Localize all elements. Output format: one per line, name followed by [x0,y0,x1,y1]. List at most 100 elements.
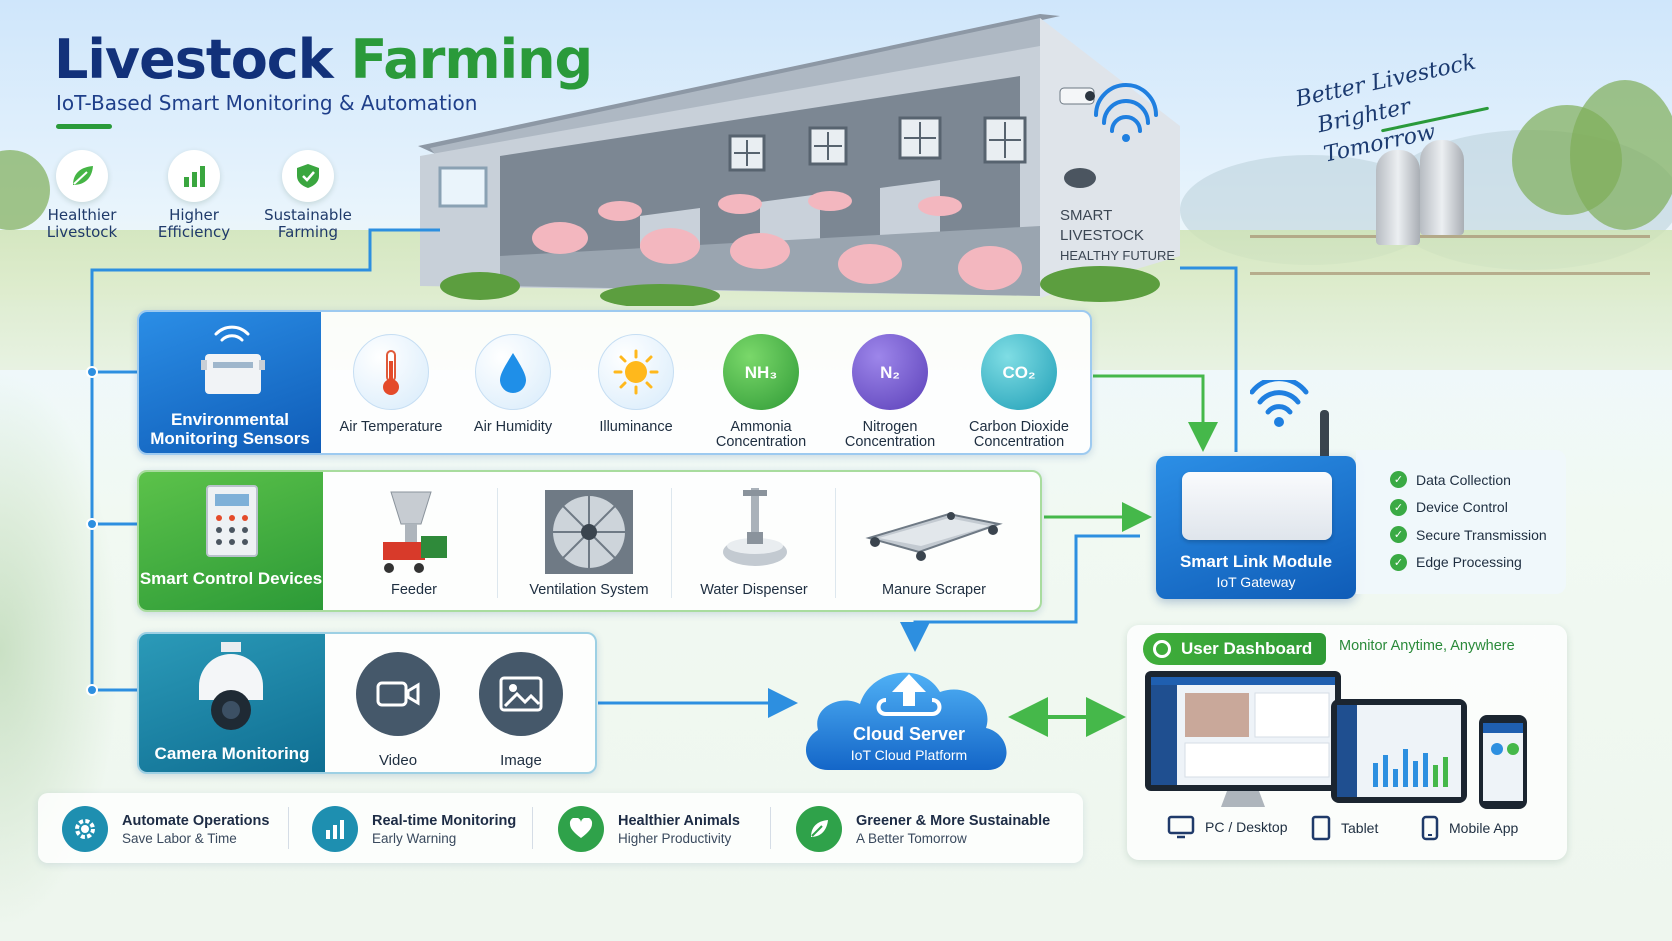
manure-scraper-icon [865,512,1003,561]
ammonia-cloud-icon: NH₃ [723,334,799,410]
check-icon: ✓ [1390,553,1407,571]
bar-chart-icon [312,806,358,852]
feature-label: Edge Processing [1416,554,1522,571]
feature-item: ✓Secure Transmission [1390,521,1566,549]
page-subtitle: IoT-Based Smart Monitoring & Automation [56,91,478,115]
water-dispenser-icon [723,488,787,566]
gateway-device-image [1182,472,1332,540]
barn-illustration: SMART LIVESTOCK HEALTHY FUTURE [400,6,1200,308]
gear-icon [62,806,108,852]
feature-item: ✓ Device Control [1390,494,1566,522]
camera-item-label: Video [378,752,418,769]
thermometer-icon [353,334,429,410]
cloud-icon [805,672,1007,770]
control-devices-header: Smart Control Devices [139,472,323,610]
sensor-carbon-dioxide: CO₂ Carbon Dioxide Concentration [959,334,1079,450]
co2-cloud-icon: CO₂ [981,334,1057,410]
gateway-subtitle: IoT Gateway [1216,574,1296,590]
camera-monitoring-title: Camera Monitoring [154,744,310,763]
leaf-icon [796,806,842,852]
feature-item: ✓ Edge Processing [1390,549,1566,577]
benefit-subtitle: Early Warning [372,830,457,846]
divider [835,488,836,598]
sensor-ammonia: NH₃ Ammonia Concentration [701,334,821,450]
device-water-dispenser: Water Dispenser [679,472,829,610]
device-manure-scraper: Manure Scraper [849,472,1019,610]
benefit-label: Higher Efficiency [157,206,231,241]
image-icon [479,652,563,736]
camera-monitoring-header: Camera Monitoring [139,634,325,772]
shield-check-icon [282,150,334,202]
sensor-label: Ammonia Concentration [715,419,807,450]
control-devices-panel: Smart Control Devices Feeder Ventilation… [137,470,1042,612]
environmental-sensors-panel: Environmental Monitoring Sensors Air Tem… [137,310,1092,455]
benefit-healthier-livestock: Healthier Livestock [32,150,132,241]
check-icon: ✓ [1390,526,1407,544]
dome-camera-icon [199,642,263,730]
device-label: Water Dispenser [700,582,808,598]
sensor-label: Air Temperature [339,419,443,435]
smart-link-module: Smart Link Module IoT Gateway [1156,456,1356,599]
benefit-label: Healthier Livestock [46,206,118,241]
barn-sign-line-1: SMART [1060,207,1112,224]
ammonia-badge: NH₃ [744,362,778,382]
benefit-title: Greener & More Sustainable [856,812,1051,829]
device-ventilation: Ventilation System [509,472,669,610]
device-label: Manure Scraper [882,582,986,598]
device-label: Ventilation System [529,582,649,598]
benefit-subtitle: Higher Productivity [618,830,732,846]
check-icon: ✓ [1390,471,1407,489]
device-tablet[interactable]: Tablet [1311,815,1378,841]
title-underline [56,124,112,129]
sensor-air-temperature: Air Temperature [331,334,451,435]
sun-icon [598,334,674,410]
divider [497,488,498,598]
camera-monitoring-panel: Camera Monitoring Video Image [137,632,597,774]
nitrogen-cloud-icon: N₂ [852,334,928,410]
gateway-features: ✓Data Collection ✓ Device Control ✓Secure… [1356,450,1566,594]
title-word-farming: Farming [350,28,594,91]
video-camera-icon [356,652,440,736]
check-icon: ✓ [1390,498,1407,516]
feeder-icon [383,491,447,573]
device-mobile-app[interactable]: Mobile App [1421,815,1518,841]
nitrogen-badge: N₂ [880,362,900,382]
title-word-livestock: Livestock [54,28,334,91]
bus-node [86,684,98,696]
fan-icon [545,490,633,574]
camera-item-label: Image [500,752,542,769]
control-cabinet-icon [206,485,258,557]
heart-icon [558,806,604,852]
bus-node [86,518,98,530]
cloud-title: Cloud Server [852,724,966,744]
barn-sign-line-2: LIVESTOCK [1060,227,1144,244]
divider [532,807,533,849]
benefit-subtitle: A Better Tomorrow [856,830,967,846]
device-label: Feeder [391,582,437,598]
divider [288,807,289,849]
page-title: Livestock Farming [54,28,594,91]
water-drop-icon [475,334,551,410]
leaf-icon [56,150,108,202]
device-label: Mobile App [1449,820,1519,836]
dashboard-title: User Dashboard [1181,639,1313,658]
sensor-label: Carbon Dioxide Concentration [969,419,1069,450]
sensor-nitrogen: N₂ Nitrogen Concentration [830,334,950,450]
feature-item: ✓Data Collection [1390,466,1566,494]
device-label: Tablet [1341,820,1379,836]
barn-sign-line-3: HEALTHY FUTURE [1060,248,1175,263]
dashboard-subtitle: Monitor Anytime, Anywhere [1339,638,1515,654]
device-pc-desktop[interactable]: PC / Desktop [1167,815,1287,839]
sensor-illuminance: Illuminance [576,334,696,435]
dashboard-icon [1153,640,1171,658]
phone-icon [1421,815,1439,841]
feature-label: Device Control [1416,499,1508,516]
benefit-label: Sustainable Farming [264,206,352,241]
tree [1570,80,1672,230]
